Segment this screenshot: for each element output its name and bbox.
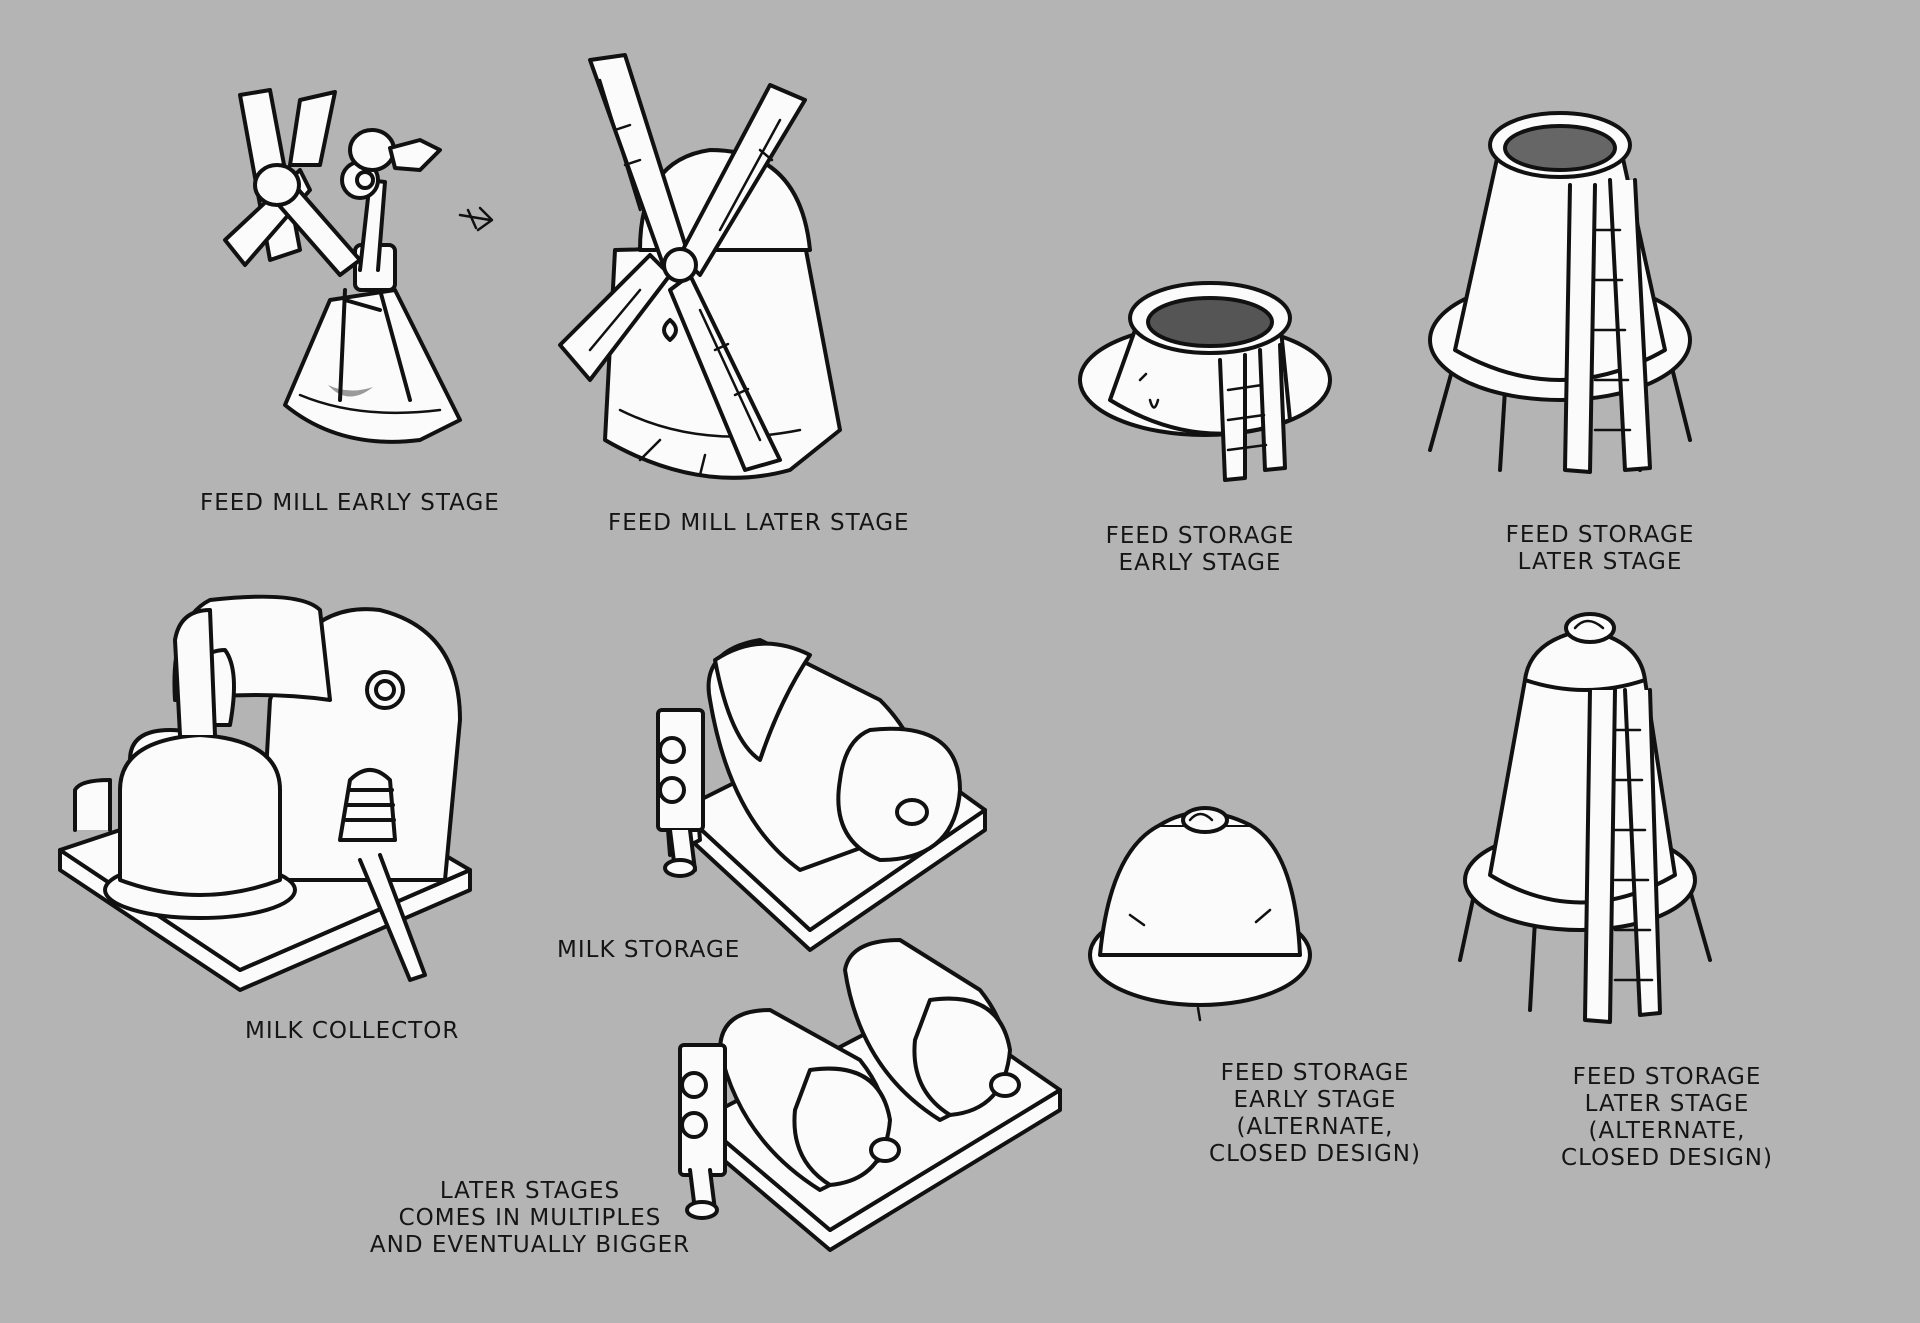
feed-storage-early-sketch	[1078, 281, 1332, 482]
feed-storage-later-alt-sketch	[1458, 612, 1712, 1024]
label-milk-storage: MILK STORAGE	[557, 937, 741, 963]
label-milk-collector: MILK COLLECTOR	[245, 1018, 460, 1044]
milk-storage-later-sketch	[678, 938, 1062, 1252]
feed-storage-later-sketch	[1428, 111, 1692, 474]
feed-storage-early-alt-sketch	[1088, 806, 1312, 1022]
feed-mill-later-sketch	[558, 53, 842, 480]
milk-storage-sketch	[656, 638, 987, 952]
label-feed-mill-early: FEED MILL EARLY STAGE	[200, 490, 500, 516]
label-feed-storage-early-alt: FEED STORAGE EARLY STAGE (ALTERNATE, CLO…	[1209, 1060, 1421, 1167]
label-feed-storage-later: FEED STORAGE LATER STAGE	[1505, 522, 1695, 575]
label-feed-storage-early: FEED STORAGE EARLY STAGE	[1105, 523, 1295, 576]
label-milk-storage-later: LATER STAGES COMES IN MULTIPLES AND EVEN…	[369, 1178, 691, 1258]
milk-collector-sketch	[58, 594, 472, 992]
label-feed-storage-later-alt: FEED STORAGE LATER STAGE (ALTERNATE, CLO…	[1561, 1064, 1773, 1171]
feed-mill-early-sketch	[223, 88, 494, 444]
label-feed-mill-later: FEED MILL LATER STAGE	[608, 510, 910, 536]
